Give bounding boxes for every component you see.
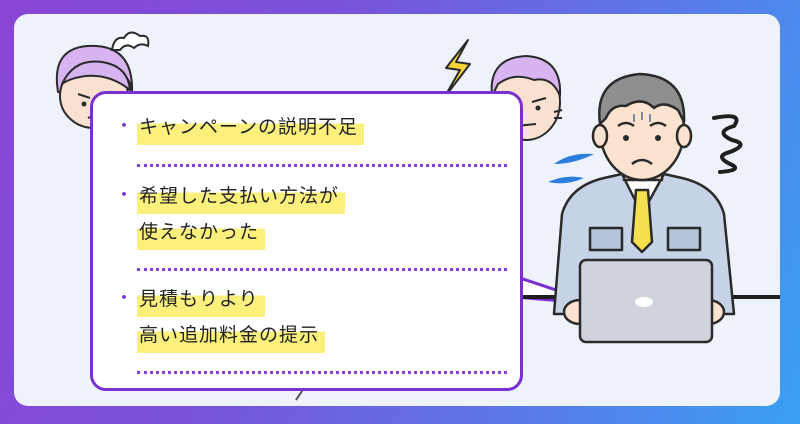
- complaint-bubble: ・ キャンペーンの説明不足 ・ 希望した支払い方法が 使えなかった ・ 見積もり…: [90, 91, 523, 391]
- dotted-divider: [137, 371, 507, 374]
- stress-spiral-icon: [712, 114, 743, 174]
- complaint-item-3-line-1: 見積もりより: [137, 281, 265, 317]
- complaint-item-2-line-1: 希望した支払い方法が: [137, 178, 346, 214]
- laptop-icon: [578, 258, 714, 344]
- steam-puff-icon: [110, 31, 150, 51]
- complaint-item-2-line-2: 使えなかった: [137, 214, 266, 250]
- complaint-item-2: ・ 希望した支払い方法が 使えなかった: [115, 178, 346, 250]
- bullet-icon: ・: [115, 185, 134, 206]
- complaint-item-1: ・ キャンペーンの説明不足: [115, 109, 365, 145]
- dotted-divider: [137, 164, 507, 167]
- illustration: [55, 31, 780, 401]
- bullet-icon: ・: [115, 116, 134, 137]
- bullet-icon: ・: [115, 288, 134, 309]
- dotted-divider: [137, 268, 507, 271]
- complaint-item-3: ・ 見積もりより 高い追加料金の提示: [115, 281, 326, 353]
- sweat-drops-icon: [548, 153, 594, 184]
- content-card: ・ キャンペーンの説明不足 ・ 希望した支払い方法が 使えなかった ・ 見積もり…: [14, 14, 780, 406]
- complaint-item-3-line-2: 高い追加料金の提示: [137, 317, 326, 353]
- complaint-item-1-line-1: キャンペーンの説明不足: [137, 109, 365, 145]
- lightning-bolt-icon: [443, 39, 471, 99]
